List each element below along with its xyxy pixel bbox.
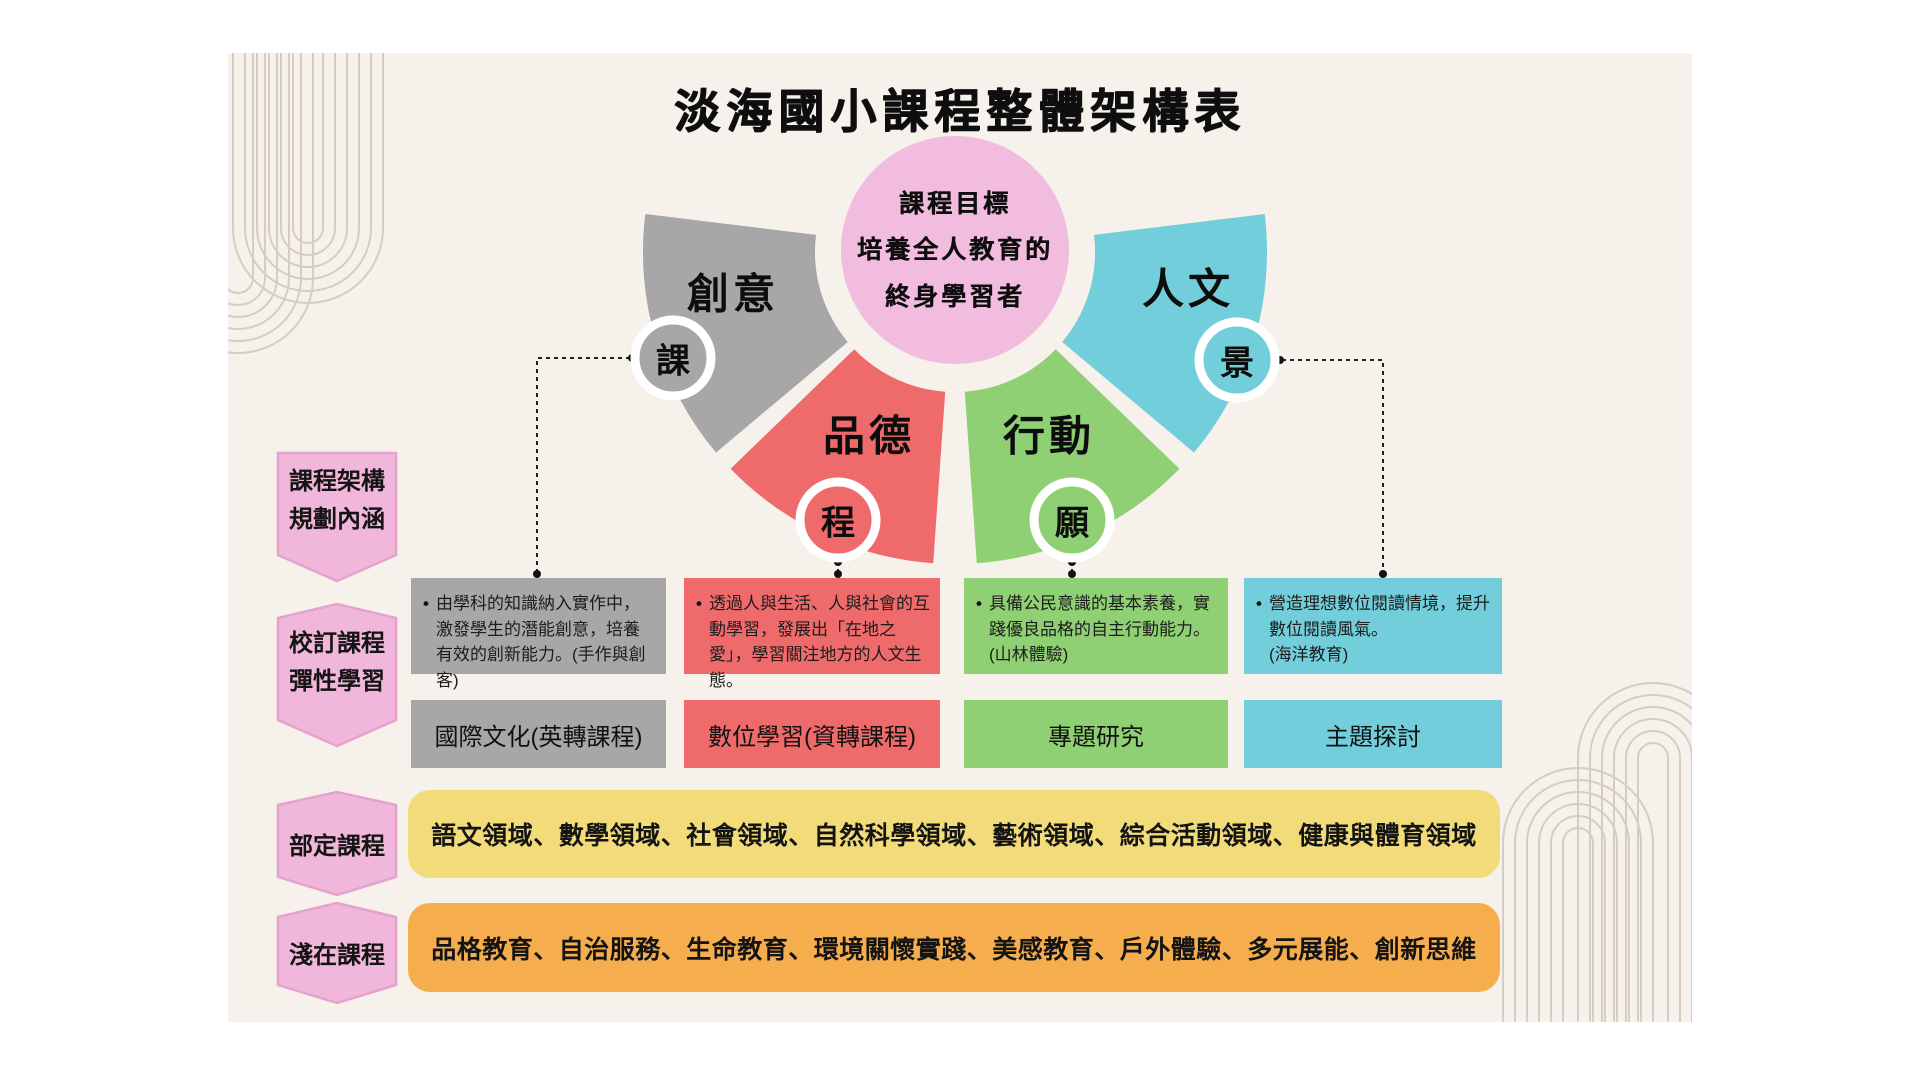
wedge-label-morality: 品德	[822, 412, 916, 460]
desc-text-morality: 透過人與生活、人與社會的互動學習，發展出「在地之愛」，學習關注地方的人文生態。	[708, 594, 930, 690]
banner-label-mandated: 部定課程	[278, 828, 396, 866]
badge-circle-yuan	[1029, 477, 1115, 563]
badge-circle-jing	[1194, 317, 1280, 403]
desc-box-humanity: • 營造理想數位閱讀情境，提升數位閱讀風氣。 (海洋教育)	[1244, 578, 1502, 674]
badge-char-yuan: 願	[1055, 504, 1089, 543]
wedge-action	[964, 349, 1180, 564]
badge-char-ke: 課	[656, 342, 690, 381]
bullet-icon: •	[976, 594, 982, 613]
wedge-label-humanity: 人文	[1141, 265, 1235, 313]
arc-pattern-top-left	[228, 53, 384, 354]
desc-text-action: 具備公民意識的基本素養，實踐優良品格的自主行動能力。 (山林體驗)	[988, 594, 1210, 664]
mandated-courses-bar: 語文領域、數學領域、社會領域、自然科學領域、藝術領域、綜合活動領域、健康與體育領…	[408, 790, 1500, 878]
program-box-digital-learning: 數位學習(資轉課程)	[684, 700, 940, 768]
desc-box-creativity: • 由學科的知識納入實作中，激發學生的潛能創意，培養有效的創新能力。(手作與創客…	[411, 578, 666, 690]
banner-label-school-flexible: 校訂課程 彈性學習	[278, 625, 396, 702]
banner-2-line-1: 校訂課程	[289, 630, 385, 657]
wedge-morality	[730, 349, 946, 564]
badge-char-cheng: 程	[821, 504, 855, 543]
connector-ke	[536, 357, 630, 573]
banner-shape-1	[276, 451, 398, 583]
desc-text-creativity: 由學科的知識納入實作中，激發學生的潛能創意，培養有效的創新能力。(手作與創客)	[435, 594, 646, 690]
banner-shape-3	[276, 790, 398, 897]
bullet-icon: •	[1256, 594, 1262, 613]
badge-circle-ke	[630, 315, 716, 401]
banner-2-line-2: 彈性學習	[289, 668, 385, 696]
banner-3-line-1: 部定課程	[289, 833, 385, 860]
banner-label-hidden: 淺在課程	[278, 937, 396, 975]
wedge-label-creativity: 創意	[686, 270, 780, 318]
banner-shape-2	[276, 602, 398, 748]
banner-4-line-1: 淺在課程	[289, 942, 385, 969]
program-box-international-culture: 國際文化(英轉課程)	[411, 700, 666, 768]
goal-line-1: 課程目標	[898, 190, 1011, 218]
page-title: 淡海國小課程整體架構表	[674, 85, 1246, 137]
goal-circle-text: 課程目標 培養全人教育的 終身學習者	[805, 181, 1105, 320]
bullet-icon: •	[423, 594, 429, 613]
banner-1-line-1: 課程架構	[289, 468, 385, 495]
goal-circle	[841, 136, 1069, 364]
program-box-project-research: 專題研究	[964, 700, 1228, 768]
program-box-topic-exploration: 主題探討	[1244, 700, 1502, 768]
desc-box-action: • 具備公民意識的基本素養，實踐優良品格的自主行動能力。 (山林體驗)	[964, 578, 1228, 674]
banner-1-line-2: 規劃內涵	[289, 506, 385, 534]
bullet-icon: •	[696, 594, 702, 613]
hidden-courses-bar: 品格教育、自治服務、生命教育、環境關懷實踐、美感教育、戶外體驗、多元展能、創新思…	[408, 903, 1500, 992]
goal-line-3: 終身學習者	[884, 282, 1025, 311]
desc-text-humanity: 營造理想數位閱讀情境，提升數位閱讀風氣。 (海洋教育)	[1268, 594, 1490, 664]
diagram-vector-layer	[228, 53, 1387, 1005]
banner-label-framework: 課程架構 規劃內涵	[278, 463, 396, 540]
diagram-canvas: 淡海國小課程整體架構表 課程目標 培養全人教育的 終身學習者 創意 品德 行動 …	[228, 53, 1692, 1022]
goal-line-2: 培養全人教育的	[856, 236, 1053, 265]
badge-char-jing: 景	[1220, 344, 1254, 383]
wedge-label-action: 行動	[1002, 412, 1096, 460]
desc-box-morality: • 透過人與生活、人與社會的互動學習，發展出「在地之愛」，學習關注地方的人文生態…	[684, 578, 940, 690]
badge-circle-cheng	[795, 477, 881, 563]
connector-jing	[1282, 359, 1384, 573]
banner-shape-4	[276, 901, 398, 1005]
